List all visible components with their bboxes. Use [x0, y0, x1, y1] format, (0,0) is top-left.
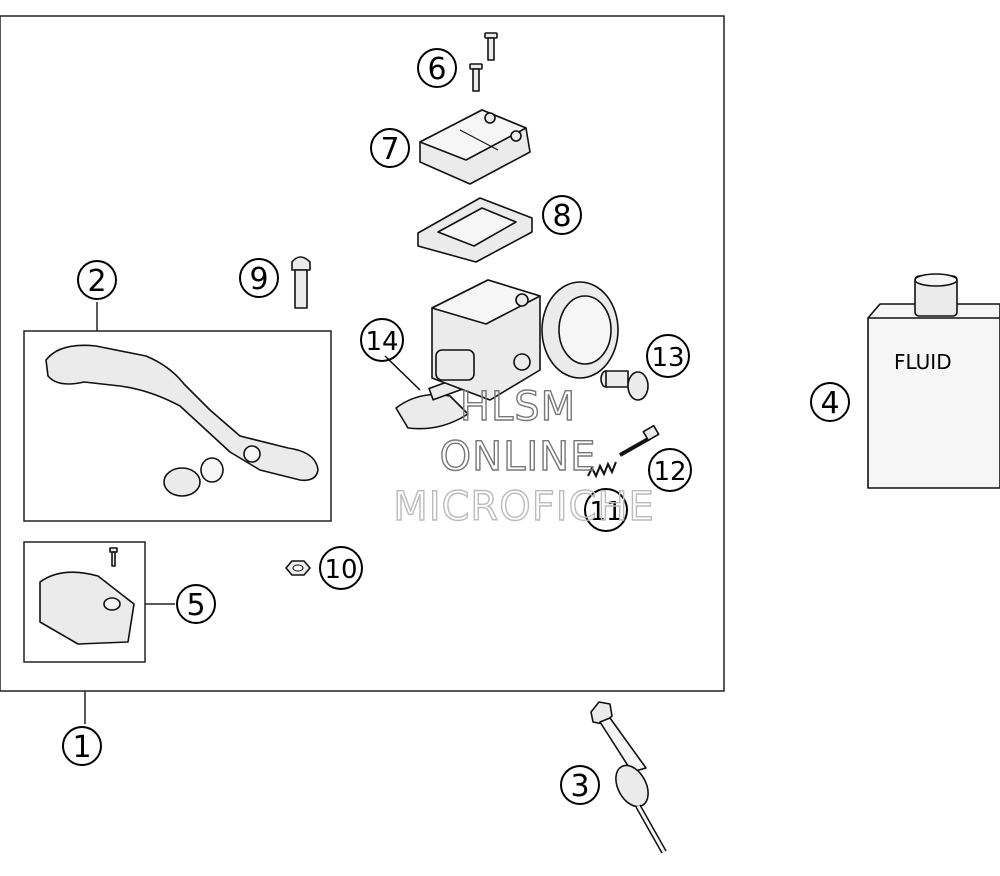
callout-8: 8	[542, 195, 582, 235]
callout-number: 7	[380, 132, 399, 167]
callout-number: 4	[820, 386, 839, 421]
watermark-line-2: ONLINE	[440, 434, 597, 480]
callout-number: 10	[324, 555, 357, 585]
watermark-line-1: HLSM	[460, 384, 576, 430]
callout-7: 7	[370, 128, 410, 168]
callout-number: 14	[365, 327, 398, 357]
watermark: HLSM ONLINE MICROFICHE	[392, 383, 655, 530]
diaphragm-part-8	[417, 197, 533, 263]
fluid-label: FLUID	[894, 350, 952, 374]
callout-number: 5	[186, 588, 205, 623]
callout-2: 2	[77, 260, 117, 300]
reservoir-cap-part-7	[419, 109, 531, 185]
callout-3: 3	[560, 765, 600, 805]
callout-6: 6	[417, 48, 457, 88]
nut-part-10	[285, 560, 311, 576]
assembly-frame	[0, 15, 725, 692]
callout-number: 1	[72, 730, 91, 765]
callout-10: 10	[319, 546, 363, 590]
callout-number: 8	[552, 199, 571, 234]
callout-number: 6	[427, 52, 446, 87]
callout-13: 13	[646, 334, 690, 378]
brake-hose-part-3	[590, 701, 667, 854]
callout-14: 14	[360, 318, 404, 362]
spring-part-11	[587, 461, 617, 479]
clamp-bolt-part-14	[384, 355, 469, 430]
callout-number: 9	[249, 262, 268, 297]
master-cylinder-body	[431, 279, 619, 401]
banjo-bolt-part-13	[600, 370, 649, 401]
callout-11: 11	[584, 488, 628, 532]
brake-lever-part-2	[45, 344, 319, 497]
callout-number: 3	[570, 769, 589, 804]
callout-5: 5	[176, 584, 216, 624]
screw-part-6	[469, 32, 498, 92]
callout-4: 4	[810, 382, 850, 422]
callout-number: 2	[87, 264, 106, 299]
fluid-container-part-4	[867, 273, 1000, 489]
cover-part-5	[39, 547, 135, 645]
callout-number: 12	[653, 457, 686, 487]
lever-subframe	[23, 330, 332, 522]
bolt-part-9	[291, 256, 311, 309]
adjuster-screw-part-12	[619, 424, 660, 457]
watermark-line-3: MICROFICHE	[393, 484, 655, 530]
callout-number: 13	[651, 343, 684, 373]
callout-1: 1	[62, 726, 102, 766]
callout-number: 11	[589, 497, 622, 527]
cover-subframe	[23, 541, 146, 663]
callout-12: 12	[648, 448, 692, 492]
callout-9: 9	[239, 258, 279, 298]
